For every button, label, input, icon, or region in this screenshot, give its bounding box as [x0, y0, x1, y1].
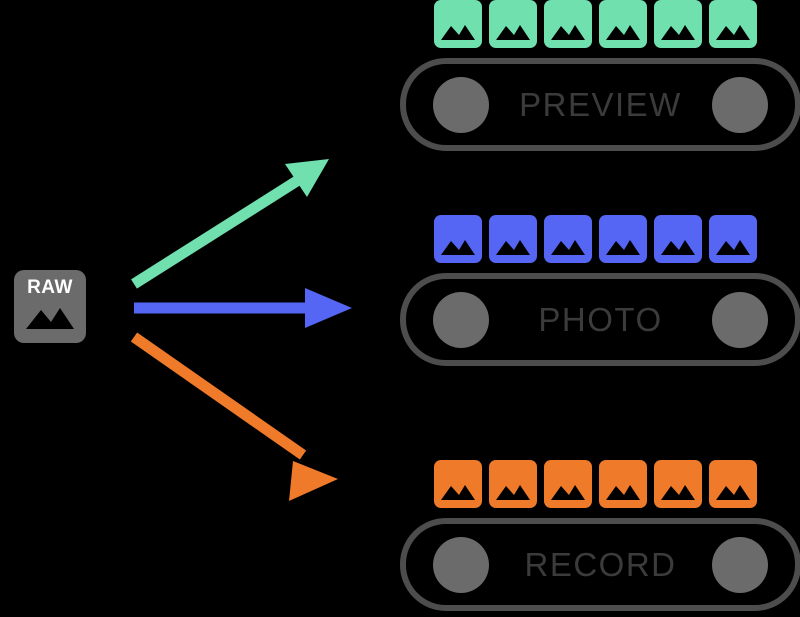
thumbnail-item[interactable] — [544, 460, 592, 508]
image-mountain-icon — [606, 240, 640, 255]
image-mountain-icon — [661, 485, 695, 500]
belt-label-photo: PHOTO — [538, 300, 663, 338]
image-mountain-icon — [716, 25, 750, 40]
thumbnail-item[interactable] — [434, 0, 482, 48]
image-mountain-icon — [716, 240, 750, 255]
image-mountain-icon — [26, 308, 74, 329]
thumbnail-item[interactable] — [489, 215, 537, 263]
thumbnail-strip-record — [434, 460, 757, 508]
belt-label-record: RECORD — [524, 545, 677, 583]
thumbnail-item[interactable] — [654, 215, 702, 263]
thumbnail-item[interactable] — [489, 0, 537, 48]
image-mountain-icon — [606, 485, 640, 500]
image-mountain-icon — [716, 485, 750, 500]
image-mountain-icon — [551, 485, 585, 500]
image-mountain-icon — [496, 485, 530, 500]
thumbnail-item[interactable] — [434, 215, 482, 263]
belt-roller-right — [712, 76, 768, 133]
thumbnail-item[interactable] — [489, 460, 537, 508]
arrow-to-record — [130, 332, 338, 501]
conveyor-belt-preview: PREVIEW — [400, 58, 800, 151]
image-mountain-icon — [551, 25, 585, 40]
image-mountain-icon — [441, 240, 475, 255]
belt-roller-right — [712, 536, 768, 593]
image-mountain-icon — [661, 25, 695, 40]
thumbnail-item[interactable] — [434, 460, 482, 508]
belt-roller-left — [433, 536, 489, 593]
thumbnail-item[interactable] — [709, 460, 757, 508]
arrow-to-preview — [131, 159, 329, 289]
thumbnail-item[interactable] — [709, 215, 757, 263]
thumbnail-item[interactable] — [544, 215, 592, 263]
image-mountain-icon — [606, 25, 640, 40]
image-mountain-icon — [661, 240, 695, 255]
thumbnail-item[interactable] — [654, 0, 702, 48]
thumbnail-item[interactable] — [709, 0, 757, 48]
conveyor-belt-record: RECORD — [400, 518, 800, 611]
thumbnail-strip-photo — [434, 215, 757, 263]
image-mountain-icon — [551, 240, 585, 255]
thumbnail-item[interactable] — [599, 215, 647, 263]
conveyor-belt-photo: PHOTO — [400, 273, 800, 366]
belt-roller-right — [712, 291, 768, 348]
thumbnail-item[interactable] — [599, 0, 647, 48]
thumbnail-item[interactable] — [599, 460, 647, 508]
thumbnail-item[interactable] — [654, 460, 702, 508]
thumbnail-strip-preview — [434, 0, 757, 48]
belt-label-preview: PREVIEW — [519, 85, 682, 123]
belt-roller-left — [433, 76, 489, 133]
arrow-to-photo — [134, 288, 352, 328]
image-mountain-icon — [496, 25, 530, 40]
image-mountain-icon — [496, 240, 530, 255]
image-mountain-icon — [441, 485, 475, 500]
thumbnail-item[interactable] — [544, 0, 592, 48]
image-mountain-icon — [441, 25, 475, 40]
raw-label: RAW — [27, 277, 73, 298]
raw-source-node: RAW — [14, 270, 86, 343]
belt-roller-left — [433, 291, 489, 348]
